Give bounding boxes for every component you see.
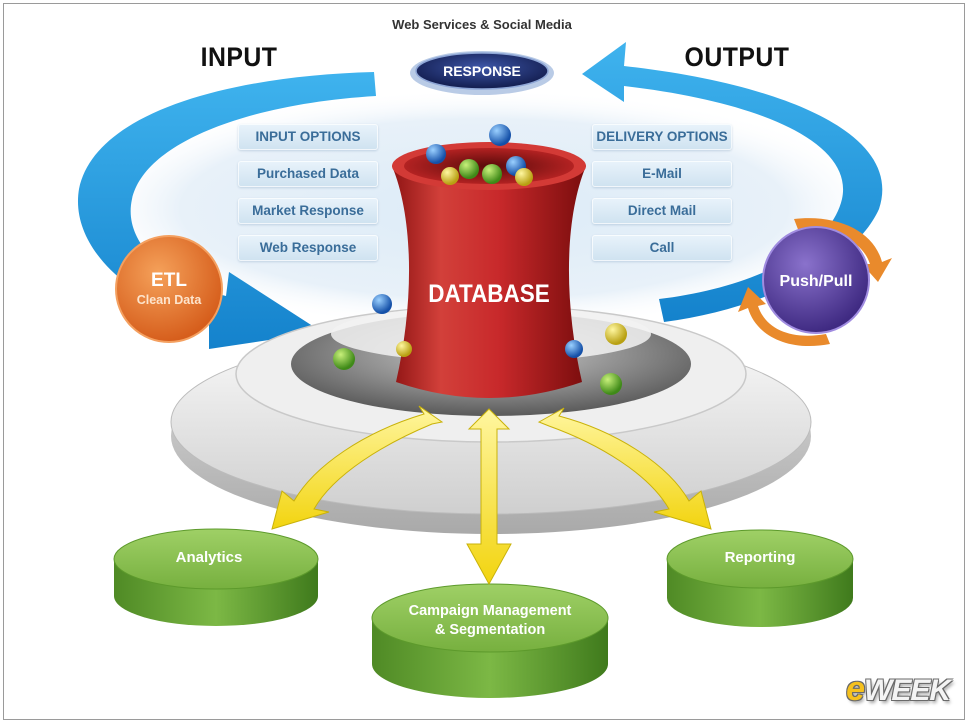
analytics-label: Analytics [176, 549, 243, 566]
delivery-option-email: E-Mail [592, 161, 732, 187]
input-options-heading: INPUT OPTIONS [238, 124, 378, 150]
eweek-logo: eWEEK [846, 670, 951, 709]
ball [426, 144, 446, 164]
ball [333, 348, 355, 370]
arrow-to-reporting [537, 407, 712, 530]
diagram-frame: DATABASE ETL Clean Data Push/Pull RESPON… [3, 3, 965, 720]
response-pill [410, 51, 554, 95]
etl-subtitle: Clean Data [137, 293, 203, 307]
data-balls [333, 124, 627, 395]
ball [396, 341, 412, 357]
ball [482, 164, 502, 184]
reporting-cylinder [666, 529, 854, 627]
arrow-to-analytics [271, 405, 444, 530]
ball [600, 373, 622, 395]
eweek-logo-text: WEEK [864, 674, 951, 707]
database-label: DATABASE [428, 280, 550, 308]
input-option-purchased-data: Purchased Data [238, 161, 378, 187]
input-title: INPUT [200, 42, 278, 72]
etl-title: ETL [151, 270, 187, 291]
etl-badge [115, 235, 223, 343]
response-label: RESPONSE [443, 63, 521, 79]
arrow-to-campaign [466, 408, 512, 586]
analytics-cylinder [113, 528, 319, 626]
reporting-label: Reporting [725, 549, 796, 566]
campaign-label-line2: & Segmentation [435, 622, 545, 638]
ball [489, 124, 511, 146]
ball [515, 168, 533, 186]
campaign-label-line1: Campaign Management [409, 603, 572, 619]
delivery-option-call: Call [592, 235, 732, 261]
ball [459, 159, 479, 179]
eweek-logo-e: e [846, 670, 865, 708]
campaign-cylinder [371, 583, 609, 698]
top-caption: Web Services & Social Media [392, 17, 572, 32]
input-option-market-response: Market Response [238, 198, 378, 224]
ball [605, 323, 627, 345]
diagram-canvas: DATABASE ETL Clean Data Push/Pull RESPON… [77, 42, 892, 698]
delivery-option-direct-mail: Direct Mail [592, 198, 732, 224]
yellow-arrows [271, 405, 712, 586]
push-pull-cycle-arrow-bottom [738, 287, 830, 347]
delivery-options-heading: DELIVERY OPTIONS [592, 124, 732, 150]
ball [372, 294, 392, 314]
ball [565, 340, 583, 358]
push-pull-label: Push/Pull [780, 273, 853, 290]
output-title: OUTPUT [684, 42, 790, 72]
push-pull-badge [738, 218, 892, 347]
database-body [392, 166, 586, 398]
ball [441, 167, 459, 185]
input-option-web-response: Web Response [238, 235, 378, 261]
